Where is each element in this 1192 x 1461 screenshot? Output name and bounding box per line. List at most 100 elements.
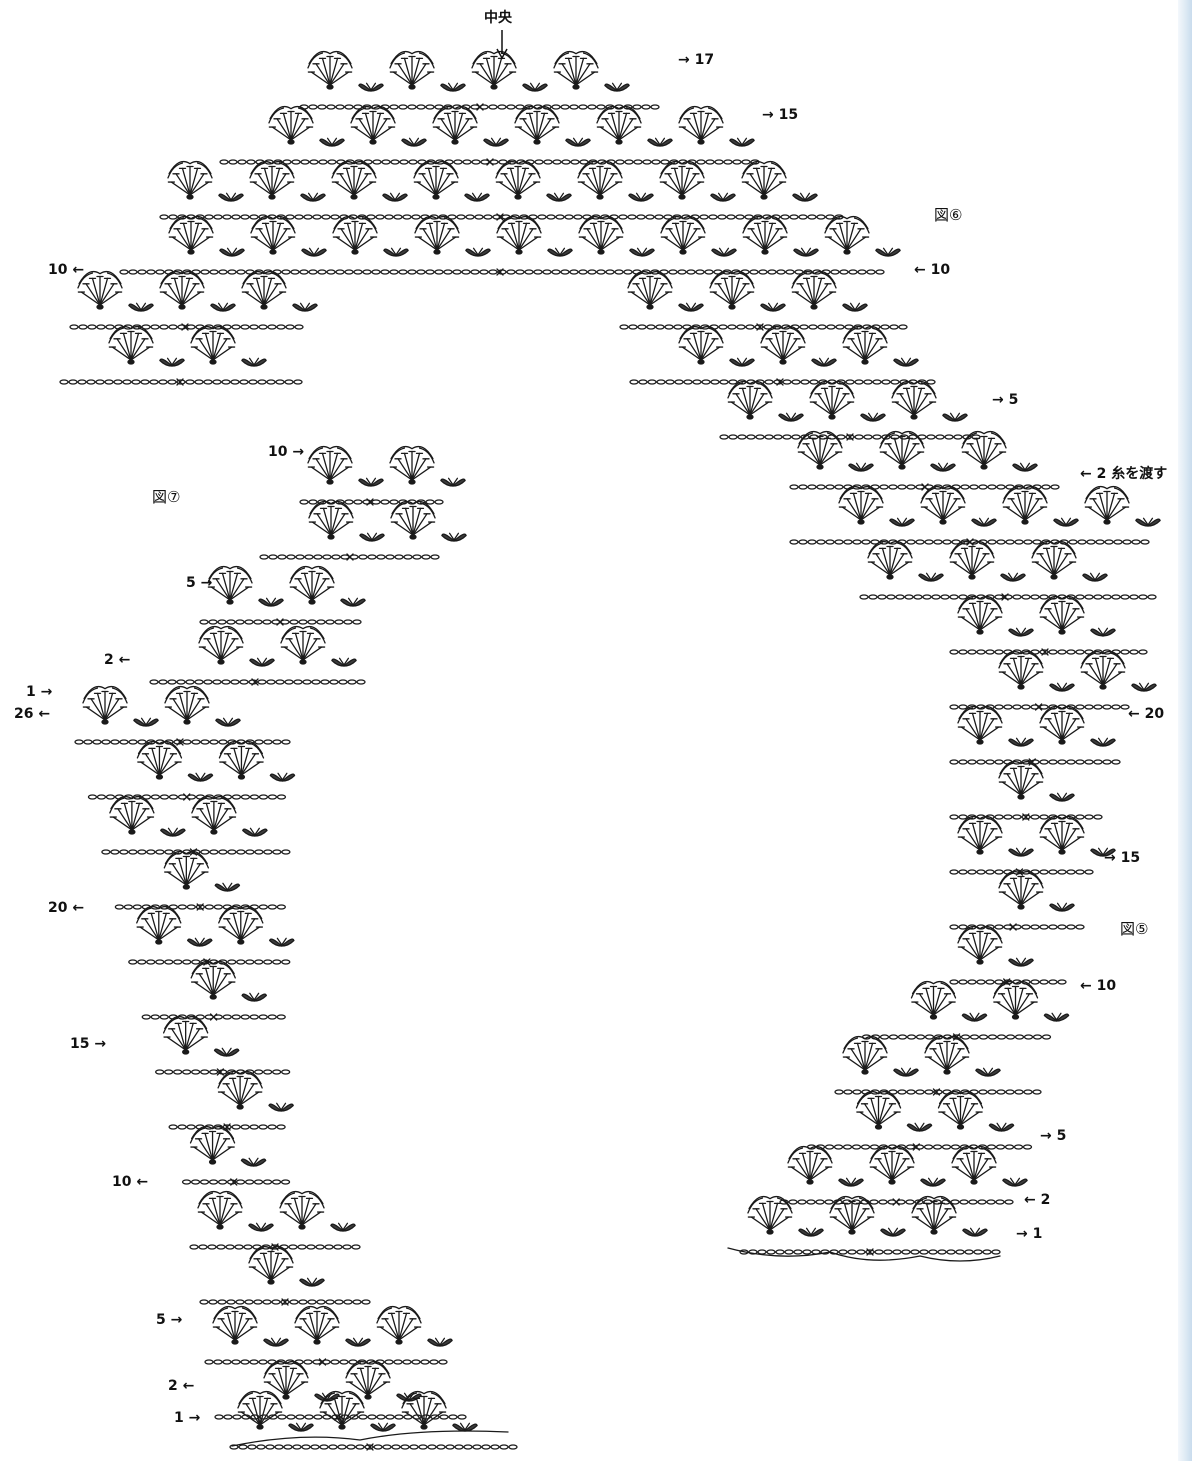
shell-stitch xyxy=(839,487,883,524)
chain-stitches xyxy=(142,1014,285,1020)
cluster-stitch xyxy=(215,883,239,891)
chain-stitches xyxy=(230,1444,517,1450)
cluster-stitch xyxy=(211,303,235,311)
cluster-stitch xyxy=(465,193,489,201)
cluster-stitch xyxy=(1001,573,1025,581)
cluster-stitch xyxy=(894,358,918,366)
shell-stitch xyxy=(391,502,435,539)
f5-row-label-1: → 1 xyxy=(1016,1226,1042,1242)
shell-stitch xyxy=(208,567,252,604)
cluster-stitch xyxy=(919,573,943,581)
cluster-stitch xyxy=(989,1123,1013,1131)
cluster-stitch xyxy=(1091,738,1115,746)
shell-stitch xyxy=(1003,487,1047,524)
cluster-stitch xyxy=(630,248,654,256)
chain-stitches xyxy=(150,679,365,685)
shell-stitch xyxy=(213,1307,257,1344)
f5-row-label-20: ← 20 xyxy=(1128,706,1164,722)
shell-stitch xyxy=(433,107,477,144)
shell-stitch xyxy=(269,107,313,144)
shell-stitch xyxy=(710,272,754,309)
cluster-stitch xyxy=(402,138,426,146)
cluster-stitch xyxy=(1132,683,1156,691)
chain-stitches xyxy=(169,1124,285,1130)
f5-row-label-2: ← 2 xyxy=(1024,1192,1050,1208)
shell-stitch xyxy=(912,1197,956,1234)
f7-row-label-5-top: 5 → xyxy=(186,575,212,591)
shell-stitch xyxy=(1085,487,1129,524)
cluster-stitch xyxy=(428,1338,452,1346)
cluster-stitch xyxy=(548,248,572,256)
cluster-stitch xyxy=(1136,518,1160,526)
shell-stitch xyxy=(856,1092,900,1129)
cluster-stitch xyxy=(241,1158,265,1166)
cluster-stitch xyxy=(441,478,465,486)
cluster-stitch xyxy=(931,463,955,471)
cluster-stitch xyxy=(383,193,407,201)
cluster-stitch xyxy=(359,83,383,91)
shell-stitch xyxy=(295,1307,339,1344)
cluster-stitch xyxy=(712,248,736,256)
cluster-stitch xyxy=(648,138,672,146)
cluster-stitch xyxy=(962,1013,986,1021)
center-mark-label: 中央 xyxy=(484,10,512,26)
cluster-stitch xyxy=(384,248,408,256)
shell-stitch xyxy=(999,872,1043,909)
chain-stitches xyxy=(205,1359,447,1365)
shell-stitch xyxy=(579,217,623,254)
shell-stitch xyxy=(250,162,294,199)
cluster-stitch xyxy=(629,193,653,201)
cluster-stitch xyxy=(441,83,465,91)
cluster-stitch xyxy=(249,1223,273,1231)
shell-stitch xyxy=(160,272,204,309)
cluster-stitch xyxy=(881,1228,905,1236)
cluster-stitch xyxy=(794,248,818,256)
chain-stitches xyxy=(950,649,1147,655)
cluster-stitch xyxy=(346,1338,370,1346)
shell-stitch xyxy=(870,1147,914,1184)
shell-stitch xyxy=(290,567,334,604)
cluster-stitch xyxy=(894,1068,918,1076)
cluster-stitch xyxy=(779,413,803,421)
cluster-stitch xyxy=(302,248,326,256)
shell-stitch xyxy=(496,162,540,199)
f7-row-label-5: 5 → xyxy=(156,1312,182,1328)
shell-stitch xyxy=(169,217,213,254)
shell-stitch xyxy=(219,907,263,944)
cluster-stitch xyxy=(566,138,590,146)
cluster-stitch xyxy=(1083,573,1107,581)
chain-stitches xyxy=(720,434,980,440)
cluster-stitch xyxy=(160,358,184,366)
shell-stitch xyxy=(958,707,1002,744)
f5-row-label-10: ← 10 xyxy=(1080,978,1116,994)
shell-stitch xyxy=(679,327,723,364)
shell-stitch xyxy=(83,687,127,724)
shell-stitch xyxy=(748,1197,792,1234)
shell-stitch xyxy=(137,907,181,944)
shell-stitch xyxy=(958,597,1002,634)
cluster-stitch xyxy=(243,828,267,836)
shell-stitch xyxy=(351,107,395,144)
cluster-stitch xyxy=(523,83,547,91)
shell-stitch xyxy=(165,687,209,724)
figure-7-title: 図⑦ xyxy=(152,486,180,507)
cluster-stitch xyxy=(861,413,885,421)
cluster-stitch xyxy=(219,193,243,201)
shell-stitch xyxy=(281,627,325,664)
shell-stitch xyxy=(109,327,153,364)
shell-stitch xyxy=(415,217,459,254)
shell-stitch xyxy=(761,327,805,364)
cluster-stitch xyxy=(907,1123,931,1131)
shell-stitch xyxy=(825,217,869,254)
shell-stitch xyxy=(1040,817,1084,854)
shell-stitch xyxy=(218,1072,262,1109)
shell-stitch xyxy=(198,1192,242,1229)
shell-stitch xyxy=(390,52,434,89)
shell-stitch xyxy=(497,217,541,254)
f7-row-label-1: 1 → xyxy=(174,1410,200,1426)
page-edge-shadow xyxy=(1178,0,1192,1461)
cluster-stitch xyxy=(129,303,153,311)
chain-stitches xyxy=(740,1249,1000,1255)
shell-stitch xyxy=(308,52,352,89)
cluster-stitch xyxy=(799,1228,823,1236)
